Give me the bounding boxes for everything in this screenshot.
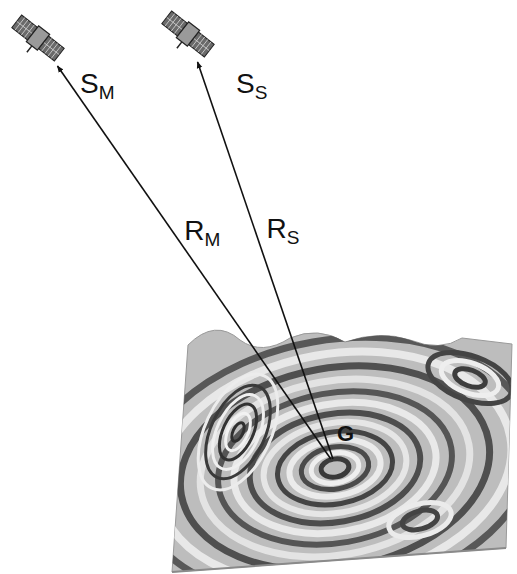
symbol-letter: S bbox=[236, 68, 255, 99]
point-label: G bbox=[337, 423, 354, 445]
satellite-node: SM bbox=[10, 10, 66, 66]
satellite-icon bbox=[10, 10, 66, 66]
range-line bbox=[57, 66, 330, 459]
point-label: SM bbox=[80, 70, 115, 98]
symbol-letter: R bbox=[266, 213, 286, 244]
subscript: M bbox=[99, 82, 115, 103]
range-label: RM bbox=[184, 217, 220, 245]
symbol-letter: S bbox=[80, 68, 99, 99]
subscript: S bbox=[287, 227, 300, 248]
satellite-node: SS bbox=[160, 6, 216, 62]
subscript: S bbox=[255, 82, 268, 103]
point-label: SS bbox=[236, 70, 267, 98]
range-label: RS bbox=[266, 215, 299, 243]
satellite-icon bbox=[160, 6, 216, 62]
symbol-letter: G bbox=[337, 421, 354, 446]
ground-point-marker bbox=[329, 459, 341, 471]
subscript: M bbox=[205, 229, 221, 250]
range-line bbox=[198, 62, 333, 459]
ground-point: G bbox=[329, 459, 341, 471]
symbol-letter: R bbox=[184, 215, 204, 246]
